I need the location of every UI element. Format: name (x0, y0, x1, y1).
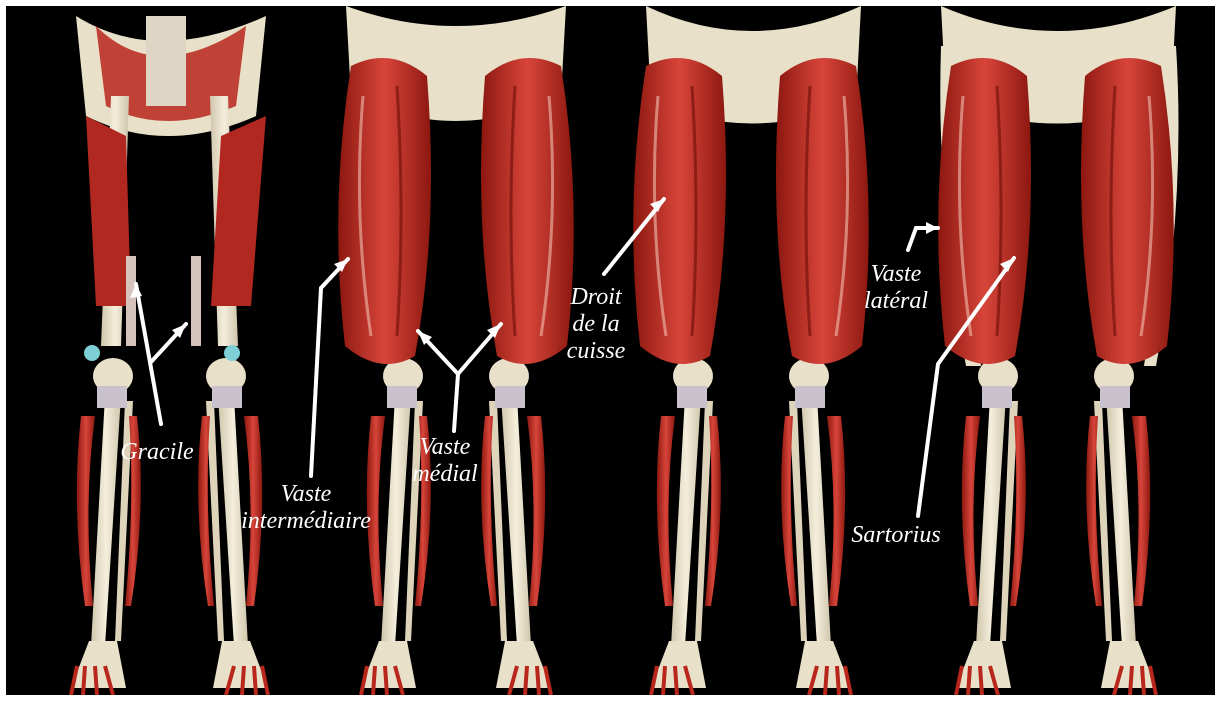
panel-2-figure (338, 6, 573, 695)
label-vaste-lateral-line2: latéral (851, 288, 941, 315)
anatomy-figure: Gracile Vaste intermédiaire Vaste médial… (6, 6, 1215, 695)
label-vaste-lateral: Vaste latéral (851, 261, 941, 315)
label-vaste-intermediaire-line1: Vaste (221, 481, 391, 508)
label-vaste-medial-line1: Vaste (400, 434, 490, 461)
panel-1-figure (71, 16, 268, 695)
label-vaste-intermediaire: Vaste intermédiaire (221, 481, 391, 535)
label-vaste-medial-line2: médial (400, 461, 490, 488)
label-gracile: Gracile (112, 439, 202, 466)
label-droit-line2: de la (556, 311, 636, 338)
label-droit-line3: cuisse (556, 338, 636, 365)
label-droit-de-la-cuisse: Droit de la cuisse (556, 284, 636, 365)
label-vaste-lateral-line1: Vaste (851, 261, 941, 288)
label-vaste-intermediaire-line2: intermédiaire (221, 508, 391, 535)
label-vaste-medial: Vaste médial (400, 434, 490, 488)
vaste-lateral-arrow (908, 228, 938, 250)
label-sartorius: Sartorius (836, 522, 956, 549)
label-droit-line1: Droit (556, 284, 636, 311)
panel-3-figure (633, 6, 868, 695)
panel-4-figure (938, 6, 1178, 695)
